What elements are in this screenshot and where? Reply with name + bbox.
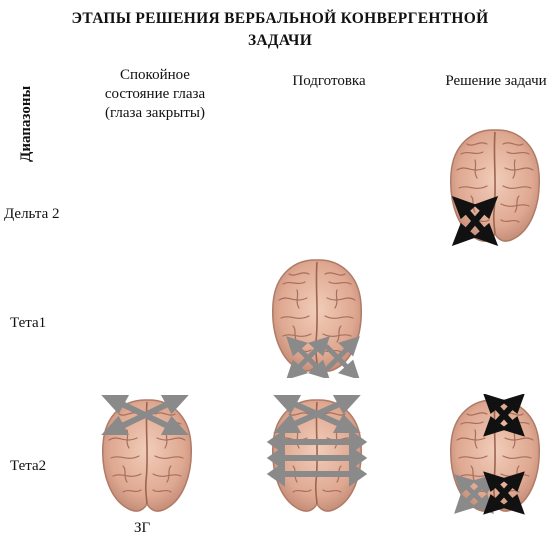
row-label-theta2: Тета2 — [10, 458, 46, 475]
column-header-rest-line-1: Спокойное — [90, 66, 220, 85]
row-label-theta1: Тета1 — [10, 315, 46, 332]
figure-title: ЭТАПЫ РЕШЕНИЯ ВЕРБАЛЬНОЙ КОНВЕРГЕНТНОЙ З… — [0, 8, 560, 52]
brain-icon — [451, 130, 540, 241]
footnote-zg: ЗГ — [134, 520, 150, 537]
column-header-rest-line-3: (глаза закрыты) — [90, 104, 220, 123]
brain-rest-theta2 — [92, 394, 202, 518]
column-header-solution: Решение задачи — [432, 72, 560, 91]
brain-icon — [451, 400, 540, 511]
column-header-rest: Спокойное состояние глаза (глаза закрыты… — [90, 66, 220, 123]
brain-icon — [273, 260, 362, 371]
title-line-1: ЭТАПЫ РЕШЕНИЯ ВЕРБАЛЬНОЙ КОНВЕРГЕНТНОЙ — [0, 8, 560, 30]
brain-solution-delta2 — [440, 124, 550, 248]
title-line-2: ЗАДАЧИ — [0, 30, 560, 52]
column-header-preparation: Подготовка — [264, 72, 394, 91]
brain-preparation-theta1 — [262, 254, 372, 378]
row-label-delta2: Дельта 2 — [4, 206, 59, 223]
brain-preparation-theta2 — [262, 394, 372, 518]
column-header-rest-line-2: состояние глаза — [90, 85, 220, 104]
brain-solution-theta2 — [440, 394, 550, 518]
row-axis-label: Диапазоны — [18, 86, 35, 162]
